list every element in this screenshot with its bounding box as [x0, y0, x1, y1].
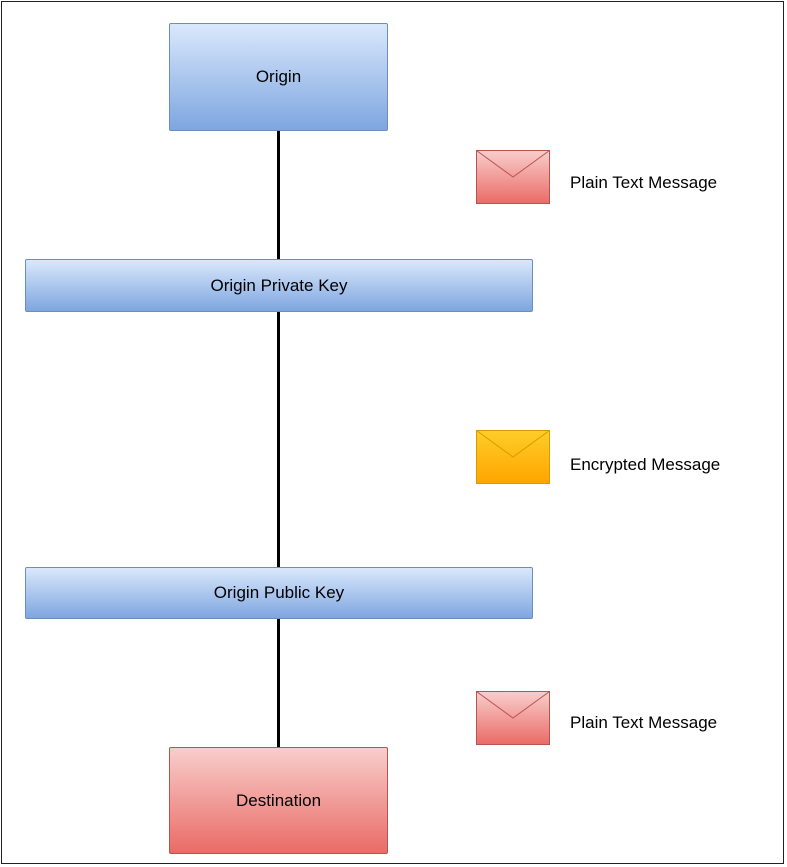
envelope-icon — [476, 430, 550, 484]
envelope-icon — [476, 150, 550, 204]
connector-origin-to-private-key — [277, 131, 280, 259]
connector-private-key-to-public-key — [277, 312, 280, 567]
origin-private-key-node: Origin Private Key — [25, 259, 533, 312]
plain-text-message-label: Plain Text Message — [570, 713, 718, 732]
origin-node: Origin — [169, 23, 388, 131]
origin-label: Origin — [255, 67, 302, 86]
origin-public-key-label: Origin Public Key — [213, 583, 345, 602]
plain-text-message-label: Plain Text Message — [570, 173, 718, 192]
destination-node: Destination — [169, 747, 388, 854]
origin-public-key-node: Origin Public Key — [25, 567, 533, 619]
encrypted-message-label: Encrypted Message — [570, 455, 721, 474]
envelope-icon — [476, 691, 550, 745]
connector-public-key-to-destination — [277, 619, 280, 747]
origin-private-key-label: Origin Private Key — [210, 275, 348, 295]
destination-label: Destination — [235, 790, 322, 810]
